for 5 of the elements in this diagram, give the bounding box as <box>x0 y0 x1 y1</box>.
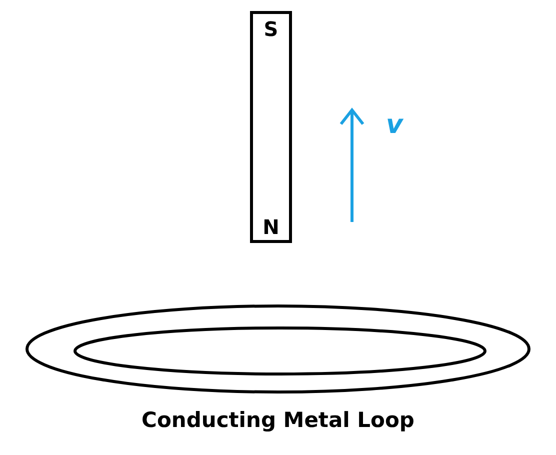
magnetic-pole-label: S <box>262 18 280 40</box>
loop-caption: Conducting Metal Loop <box>140 408 416 432</box>
velocity-label: v <box>386 110 403 140</box>
magnetic-pole-label: N <box>262 216 280 238</box>
bar-magnet <box>250 11 292 243</box>
